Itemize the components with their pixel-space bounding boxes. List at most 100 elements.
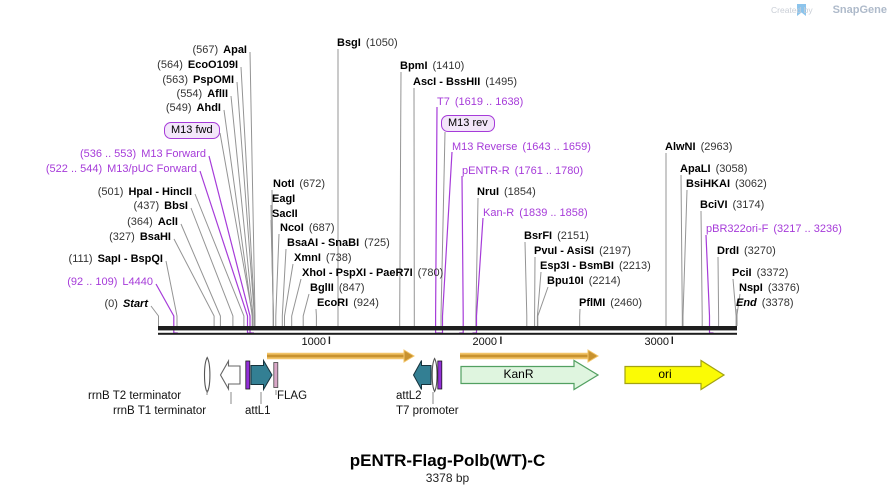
- marker-label-start[interactable]: (0)Start: [104, 298, 148, 311]
- feature-t7-promoter-bar[interactable]: [437, 360, 443, 390]
- feature-bar-before-attl1[interactable]: [245, 360, 251, 390]
- feature-attl2-arrow[interactable]: [412, 360, 432, 390]
- enzyme-label-ecori[interactable]: EcoRI(924): [317, 297, 379, 310]
- sequence-line[interactable]: [158, 326, 737, 335]
- enzyme-label-hpai-hincii[interactable]: (501)HpaI - HincII: [98, 186, 192, 199]
- primer-label-m13-puc-forward[interactable]: (522 .. 544)M13/pUC Forward: [46, 163, 197, 176]
- enzyme-label-pflmi[interactable]: PflMI(2460): [579, 297, 642, 310]
- enzyme-label-bglii[interactable]: BglII(847): [310, 282, 365, 295]
- primer-label-m13-forward[interactable]: (536 .. 553)M13 Forward: [80, 148, 206, 161]
- enzyme-label-drdi[interactable]: DrdI(3270): [717, 245, 776, 258]
- site-name: NruI: [477, 186, 499, 198]
- primer-label-kan-r[interactable]: Kan-R(1839 .. 1858): [483, 207, 588, 220]
- enzyme-label-alwni[interactable]: AlwNI(2963): [665, 141, 732, 154]
- site-name: NcoI: [280, 222, 304, 234]
- feature-flag-bar[interactable]: [273, 362, 279, 388]
- enzyme-label-apai[interactable]: (567)ApaI: [192, 44, 247, 57]
- enzyme-label-bsaai-snabi[interactable]: BsaAI - SnaBI(725): [287, 237, 390, 250]
- site-name: NspI: [739, 282, 763, 294]
- feature-kanr-arrow[interactable]: [460, 359, 600, 391]
- enzyme-label-bbsi[interactable]: (437)BbsI: [133, 200, 188, 213]
- enzyme-label-ecoo109i[interactable]: (564)EcoO109I: [157, 59, 238, 72]
- site-name: PflMI: [579, 297, 606, 309]
- feature-shapes: [203, 356, 726, 394]
- primer-box-m13-fwd[interactable]: M13 fwd: [164, 122, 220, 139]
- enzyme-label-ncoi[interactable]: NcoI(687): [280, 222, 335, 235]
- primer-box-m13-rev[interactable]: M13 rev: [441, 115, 495, 132]
- enzyme-label-bsihkai[interactable]: BsiHKAI(3062): [686, 178, 767, 191]
- feature-rrnb-t1-terminator[interactable]: [219, 358, 241, 392]
- watermark-brand: SnapGene: [832, 4, 887, 16]
- site-pos: (672): [299, 178, 326, 190]
- feature-lens-attl2[interactable]: [431, 357, 438, 393]
- site-name: AflII: [207, 88, 228, 100]
- enzyme-label-sacii[interactable]: SacII: [272, 208, 298, 221]
- enzyme-label-bpu10i[interactable]: Bpu10I(2214): [547, 275, 620, 288]
- site-name: Start: [122, 298, 148, 310]
- feature-label-ori[interactable]: ori: [658, 367, 672, 381]
- enzyme-label-aflii[interactable]: (554) AflII: [177, 88, 228, 101]
- scale-label-1000: 1000: [301, 336, 326, 348]
- site-name: HpaI - HincII: [128, 186, 192, 198]
- feature-attl1-arrow[interactable]: [250, 358, 273, 392]
- enzyme-label-nrui[interactable]: NruI(1854): [477, 186, 536, 199]
- site-name: T7: [437, 96, 450, 108]
- feature-label-rrnb-t1-terminator[interactable]: rrnB T1 terminator: [113, 405, 207, 417]
- enzyme-label-esp3i-bsmbi[interactable]: Esp3I - BsmBI(2213): [540, 260, 651, 273]
- primer-label-t7[interactable]: T7(1619 .. 1638): [437, 96, 523, 109]
- scale-tick-marks: [328, 336, 673, 344]
- enzyme-label-acli[interactable]: (364)AclI: [127, 216, 178, 229]
- enzyme-label-bsrfi[interactable]: BsrFI(2151): [524, 230, 589, 243]
- site-pos: (564): [157, 59, 183, 71]
- site-name: SacII: [272, 208, 298, 220]
- site-name: L4440: [122, 276, 153, 288]
- enzyme-label-bsahi[interactable]: (327)BsaHI: [109, 231, 171, 244]
- marker-label-end[interactable]: End(3378): [736, 297, 794, 310]
- site-name: M13 Reverse: [452, 141, 518, 153]
- site-pos: (1410): [432, 60, 465, 72]
- enzyme-label-sapi-bspqi[interactable]: (111)SapI - BspQI: [69, 253, 163, 266]
- site-pos: (3217 .. 3236): [773, 223, 842, 235]
- enzyme-label-bsgi[interactable]: BsgI(1050): [337, 37, 398, 50]
- feature-label-kanr[interactable]: KanR: [503, 367, 534, 381]
- feature-label-flag[interactable]: FLAG: [277, 390, 308, 402]
- primer-label-m13-reverse[interactable]: M13 Reverse(1643 .. 1659): [452, 141, 591, 154]
- site-pos: (1761 .. 1780): [514, 165, 584, 177]
- site-pos: (364): [127, 216, 153, 228]
- enzyme-label-eagi[interactable]: EagI: [272, 193, 295, 206]
- primer-label-pbr322ori-f[interactable]: pBR322ori-F (3217 .. 3236): [706, 223, 842, 236]
- enzyme-label-apali[interactable]: ApaLI(3058): [680, 163, 747, 176]
- site-name: BbsI: [164, 200, 188, 212]
- feature-label-attl1[interactable]: attL1: [245, 405, 271, 417]
- feature-rrnb-t2-terminator[interactable]: [203, 356, 211, 394]
- primer-label-pentr-r[interactable]: pENTR-R(1761 .. 1780): [462, 165, 583, 178]
- feature-label-rrnb-t2-terminator[interactable]: rrnB T2 terminator: [88, 390, 182, 402]
- site-name: M13/pUC Forward: [107, 163, 197, 175]
- feature-label-attl2[interactable]: attL2: [396, 390, 422, 402]
- enzyme-label-noti[interactable]: NotI(672): [273, 178, 325, 191]
- site-name: pBR322ori-F: [706, 223, 769, 235]
- site-name: BglII: [310, 282, 334, 294]
- orf-arrow-2[interactable]: [460, 349, 599, 363]
- enzyme-label-asci-bsshii[interactable]: AscI - BssHII(1495): [413, 76, 517, 89]
- site-name: AhdI: [196, 102, 221, 114]
- site-pos: (554): [176, 88, 203, 100]
- enzyme-label-pspomi[interactable]: (563)PspOMI: [162, 74, 234, 87]
- enzyme-label-xmni[interactable]: XmnI(738): [294, 252, 352, 265]
- site-name: DrdI: [717, 245, 739, 257]
- primer-label-l4440[interactable]: (92 .. 109)L4440: [67, 276, 153, 289]
- enzyme-label-pvui-asisi[interactable]: PvuI - AsiSI(2197): [534, 245, 631, 258]
- enzyme-label-ahdi[interactable]: (549)AhdI: [166, 102, 221, 115]
- site-name: ApaI: [223, 44, 247, 56]
- enzyme-label-pcii[interactable]: PciI(3372): [732, 267, 788, 280]
- orf-arrow-1[interactable]: [267, 349, 415, 363]
- enzyme-label-xhoi-pspxi-paer7i[interactable]: XhoI - PspXI - PaeR7I(780): [302, 267, 443, 280]
- site-name: XhoI - PspXI - PaeR7I: [302, 267, 413, 279]
- site-pos: (1050): [365, 37, 398, 49]
- enzyme-label-bcivi[interactable]: BciVI(3174): [700, 199, 764, 212]
- feature-label-t7-promoter[interactable]: T7 promoter: [396, 405, 459, 417]
- feature-ori-arrow[interactable]: [624, 359, 726, 391]
- enzyme-label-bpmi[interactable]: BpmI(1410): [400, 60, 464, 73]
- enzyme-label-nspi[interactable]: NspI(3376): [739, 282, 800, 295]
